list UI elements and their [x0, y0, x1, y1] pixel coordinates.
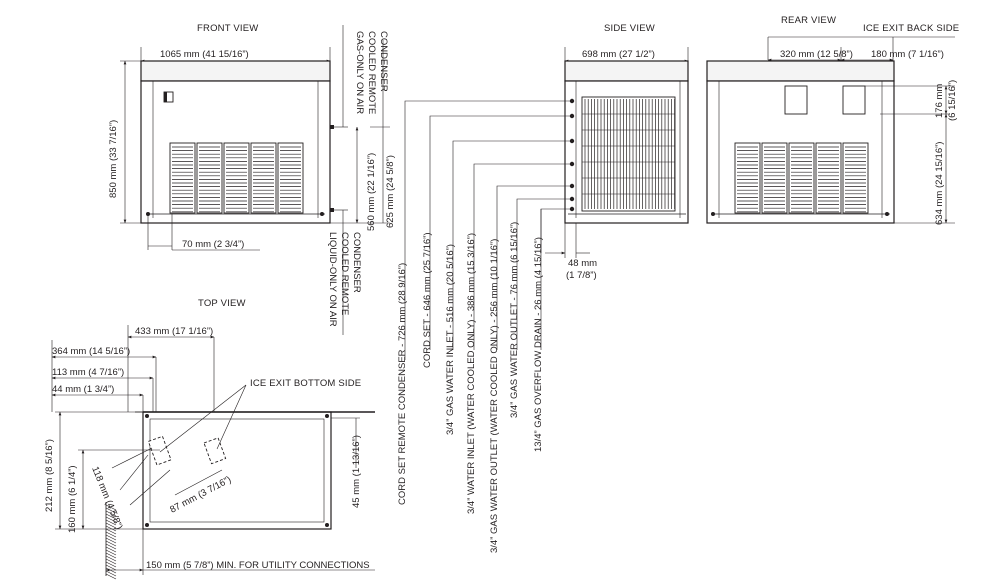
conn-label-0: CORD SET REMOTE CONDENSER - 726 mm (28 9… [397, 263, 408, 505]
side-top-lid [564, 60, 689, 82]
rear-view: REAR VIEW ICE EXIT BACK SIDE 320 mm (12 … [706, 15, 959, 225]
conn-label-3: 3/4” WATER INLET (WATER COOLED ONLY) - 3… [466, 233, 477, 514]
side-depth-dim: 698 mm (27 1/2”) [582, 49, 655, 60]
top-dim-433: 433 mm (17 1/16”) [135, 326, 213, 337]
side-fitting [569, 183, 575, 189]
side-fitting [569, 196, 575, 202]
liquid-note-l1: LIQUID-ONLY ON AIR [327, 232, 338, 327]
rear-dim-180: 180 mm (7 1/16”) [871, 49, 944, 60]
rear-view-title: REAR VIEW [781, 15, 836, 26]
top-dim-118: 118 mm (4 5/8”) [89, 465, 124, 531]
front-foot-dim: 70 mm (2 3/4”) [182, 239, 244, 250]
side-offset-dim-1: 48 mm [568, 258, 597, 269]
side-view-title: SIDE VIEW [604, 23, 655, 34]
top-ice-exit-1 [147, 435, 172, 466]
front-width-dim: 1065 mm (41 15/16”) [160, 49, 249, 60]
top-utility-dim: 150 mm (5 7/8”) MIN. FOR UTILITY CONNECT… [146, 560, 370, 571]
conn-label-1: CORD SET - 646 mm (25 7/16”) [422, 232, 433, 368]
liquid-note-l3: CONDENSER [351, 232, 362, 293]
gas-note-l1: GAS-ONLY ON AIR [354, 31, 365, 114]
side-fitting [569, 161, 575, 167]
top-dim-364: 364 mm (14 5/16”) [52, 346, 130, 357]
top-ice-exit-2 [203, 437, 227, 465]
liquid-note-l2: COOLED REMOTE [339, 232, 350, 315]
rear-ice-exit-1 [784, 85, 808, 115]
conn-label-2: 3/4” GAS WATER INLET - 516 mm (20 5/16”) [445, 244, 456, 435]
top-dim-45: 45 mm (1 13/16”) [351, 435, 362, 508]
rear-top-lid [706, 60, 895, 82]
top-view-title: TOP VIEW [198, 298, 246, 309]
ice-exit-bottom-label: ICE EXIT BOTTOM SIDE [250, 378, 361, 389]
top-unit-outline [142, 411, 332, 530]
gas-note-l2: COOLED REMOTE [366, 31, 377, 114]
front-view-title: FRONT VIEW [197, 23, 258, 34]
ice-exit-back-label: ICE EXIT BACK SIDE [863, 23, 959, 34]
side-fitting [569, 138, 575, 144]
conn-label-6: 13/4” GAS OVERFLOW DRAIN - 26 mm (4 15/1… [533, 237, 544, 452]
rear-louver-grille [734, 142, 869, 214]
side-view: SIDE VIEW 698 mm (27 1/2”) 48 mm (1 7/8”… [404, 23, 689, 360]
top-dim-113: 113 mm (4 7/16”) [52, 367, 124, 378]
conn-label-5: 3/4” GAS WATER OUTLET - 76 mm (6 15/16”) [509, 222, 520, 418]
side-offset-dim-2: (1 7/8”) [566, 270, 597, 281]
top-dim-212: 212 mm (8 5/16”) [44, 439, 55, 512]
wall-hatch [105, 504, 117, 580]
front-view: FRONT VIEW 1065 mm (41 15/16”) [108, 23, 396, 335]
front-height-dim: 850 mm (33 7/16”) [108, 120, 119, 198]
top-view: TOP VIEW 433 mm (17 1/16”) 364 mm (14 5/… [44, 298, 375, 580]
gas-note-l3: CONDENSER [378, 31, 389, 92]
rear-dim-176-l2: (6 15/16”) [947, 80, 958, 121]
rear-ice-exit-2 [842, 85, 866, 115]
front-louver-grille [169, 142, 304, 214]
rear-dim-320: 320 mm (12 5/8”) [780, 49, 853, 60]
side-fitting [569, 113, 575, 119]
side-fitting [569, 206, 575, 212]
side-fitting [569, 98, 575, 104]
front-top-lid [140, 60, 331, 82]
dim-625: 625 mm (24 5/8”) [385, 155, 396, 228]
top-dim-160: 160 mm (6 1/4”) [67, 465, 78, 533]
connection-labels: CORD SET REMOTE CONDENSER - 726 mm (28 9… [397, 222, 544, 553]
dim-560: 560 mm (22 1/16”) [366, 153, 377, 231]
conn-label-4: 3/4” GAS WATER OUTLET (WATER COOLED ONLY… [489, 239, 500, 553]
top-dim-44: 44 mm (1 3/4”) [52, 384, 114, 395]
rear-dim-634: 634 mm (24 15/16”) [934, 142, 945, 225]
rear-dim-176-l1: 176 mm [934, 84, 945, 118]
